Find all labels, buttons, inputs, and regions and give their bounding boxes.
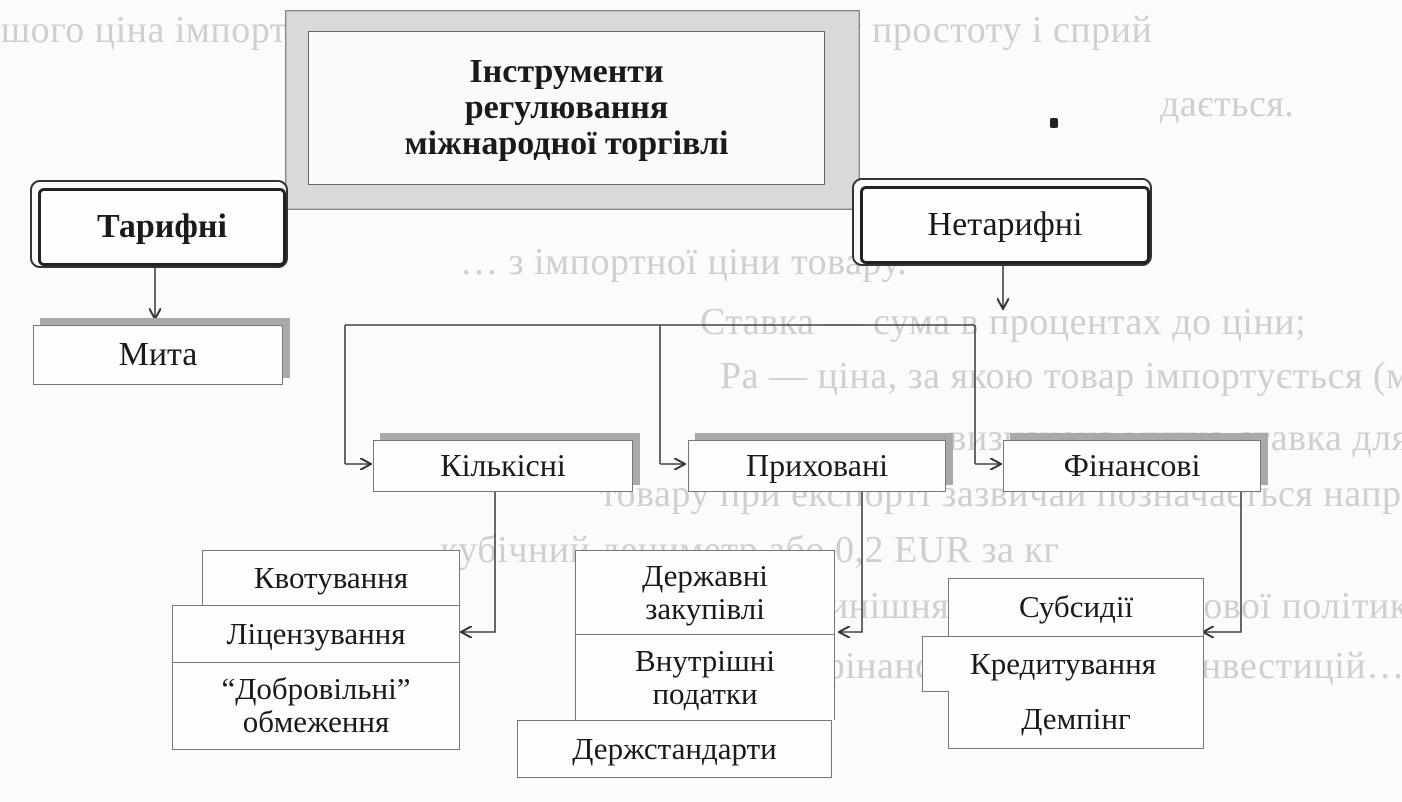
arrow-financial-list [1204, 490, 1242, 632]
list-item: Державні закупівлі [575, 550, 835, 634]
list-item: Держстандарти [517, 720, 832, 778]
financial-list: Субсидії Кредитування Демпінг [922, 578, 1206, 750]
hidden-list: Державні закупівлі Внутрішні податки Дер… [517, 550, 837, 780]
bleed-line: … з імпортної ціни товару. [460, 241, 908, 283]
root-title-line: міжнародної торгівлі [404, 124, 729, 162]
financial-box: Фінансові [1003, 440, 1261, 492]
list-item: Внутрішні податки [575, 634, 835, 720]
ink-dot [1050, 118, 1058, 128]
bleed-line: Ра — ціна, за якою товар імпортується (м… [720, 355, 1402, 397]
root-box: Інструменти регулювання міжнародної торг… [308, 31, 825, 185]
list-item: Квотування [202, 550, 460, 605]
tariff-box: Тарифні [30, 180, 288, 268]
quantitative-list: Квотування Ліцензування “Добровільні” об… [172, 550, 462, 750]
arrow-hidden-list [840, 490, 863, 632]
list-item: Субсидії [948, 578, 1204, 636]
root-title-line: регулювання [464, 89, 669, 127]
list-item: Кредитування [922, 636, 1204, 692]
arrow-quantitative-list [462, 490, 496, 632]
list-item: Ліцензування [172, 605, 460, 663]
quantitative-box: Кількісні [373, 440, 633, 492]
nontariff-box: Нетарифні [852, 178, 1152, 266]
tariff-label: Тарифні [38, 188, 286, 266]
hidden-box: Приховані [688, 440, 946, 492]
root-title-line: Інструменти [469, 53, 664, 91]
list-item: Демпінг [948, 691, 1204, 749]
root-frame: Інструменти регулювання міжнародної торг… [285, 10, 860, 210]
list-item: “Добровільні” обмеження [172, 662, 460, 750]
duties-box: Мита [33, 325, 283, 385]
bleed-line: дається. [1160, 83, 1295, 125]
nontariff-label: Нетарифні [860, 186, 1150, 264]
